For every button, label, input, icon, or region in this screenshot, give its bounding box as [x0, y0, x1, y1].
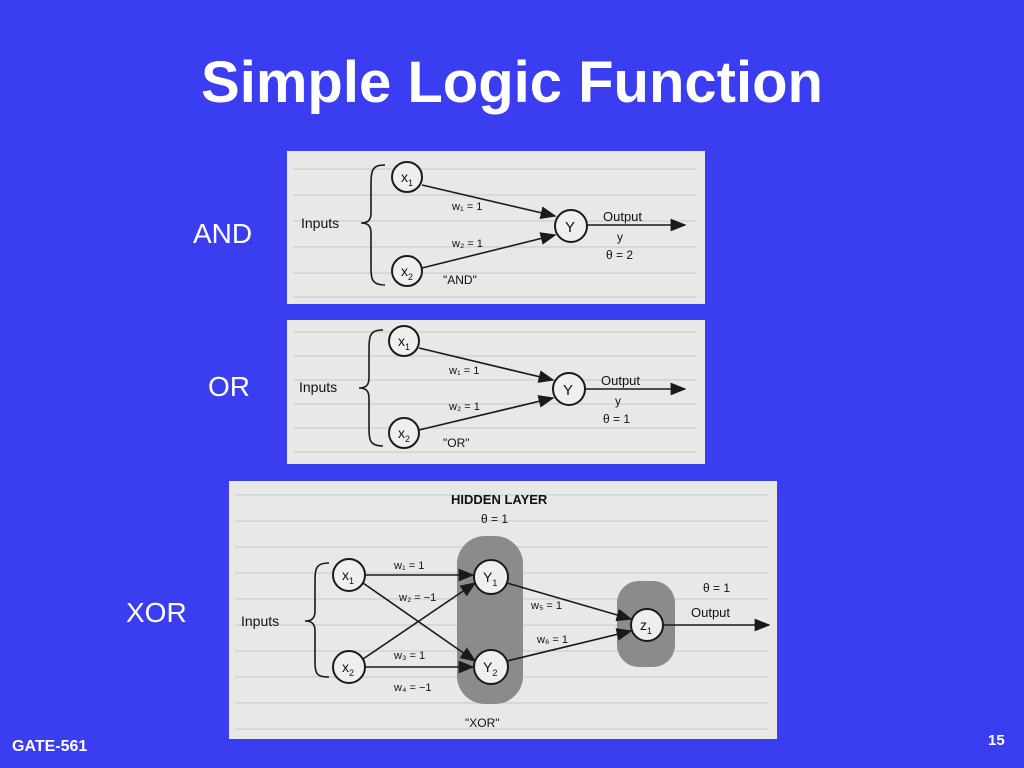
output-label: Output	[691, 605, 730, 620]
node-y	[552, 372, 586, 406]
w2-label: w₂ = 1	[448, 401, 480, 413]
node-x2	[391, 255, 423, 287]
w3-label: w₃ = 1	[393, 650, 425, 662]
x1-sub: 1	[349, 576, 354, 586]
x1-label: x	[401, 169, 408, 185]
y1-label: Y	[483, 569, 493, 585]
or-caption: "OR"	[443, 436, 470, 450]
scan-texture	[293, 168, 697, 298]
z1-sub: 1	[647, 626, 652, 636]
svg-text:x1: x1	[398, 333, 410, 352]
edge-x2-y1	[362, 582, 477, 660]
w4-label: w₄ = −1	[393, 682, 432, 694]
w1-label: w₁ = 1	[448, 365, 479, 377]
x2-sub: 2	[408, 272, 413, 282]
x2-sub: 2	[405, 434, 410, 444]
edge-x2-y	[418, 395, 555, 431]
inputs-label: Inputs	[301, 215, 339, 231]
svg-text:x2: x2	[401, 263, 413, 282]
w5-label: w₅ = 1	[530, 600, 562, 612]
x2-label: x	[342, 659, 349, 675]
z1-label: z	[640, 617, 647, 633]
y1-sub: 1	[492, 578, 497, 588]
output-var: y	[615, 394, 621, 408]
node-x2	[332, 650, 366, 684]
inputs-label: Inputs	[241, 613, 279, 629]
theta-label: θ = 1	[603, 412, 630, 426]
x2-label: x	[398, 425, 405, 441]
output-var: y	[617, 230, 623, 244]
y2-label: Y	[483, 659, 493, 675]
edge-x2-y	[421, 232, 557, 269]
xor-diagram: HIDDEN LAYER θ = 1 Inputs x1 x2 Y1 Y2 z1…	[229, 481, 777, 739]
output-label: Output	[603, 209, 642, 224]
node-y	[554, 209, 588, 243]
w2-label: w₂ = 1	[451, 238, 483, 250]
y-label: Y	[565, 219, 575, 236]
inputs-label: Inputs	[299, 379, 337, 395]
x1-label: x	[398, 333, 405, 349]
x1-sub: 1	[408, 178, 413, 188]
node-x1	[332, 558, 366, 592]
node-x1	[388, 325, 420, 357]
xor-label: XOR	[126, 597, 187, 628]
xor-caption: "XOR"	[465, 716, 500, 730]
and-network-svg: Inputs x1 x2 Y w₁ = 1 w₂ = 1 Output y θ …	[293, 161, 697, 298]
or-label: OR	[208, 371, 250, 402]
w2-label: w₂ = −1	[398, 592, 436, 604]
hidden-layer-label: HIDDEN LAYER	[451, 492, 548, 507]
xor-network-svg: HIDDEN LAYER θ = 1 Inputs x1 x2 Y1 Y2 z1…	[235, 492, 771, 730]
slide-title: Simple Logic Function	[201, 50, 823, 115]
w6-label: w₆ = 1	[536, 634, 568, 646]
x1-label: x	[342, 567, 349, 583]
and-label: AND	[193, 218, 253, 249]
svg-text:Y1: Y1	[483, 569, 497, 588]
x2-label: x	[401, 263, 408, 279]
footer-course-code: GATE-561	[12, 738, 88, 755]
and-caption: "AND"	[443, 273, 477, 287]
or-network-svg: Inputs x1 x2 Y w₁ = 1 w₂ = 1 Output y θ …	[293, 325, 697, 453]
w1-label: w₁ = 1	[451, 201, 482, 213]
output-theta: θ = 1	[703, 581, 730, 595]
svg-text:Y2: Y2	[483, 659, 497, 678]
output-label: Output	[601, 373, 640, 388]
edge-y2-z1	[506, 628, 633, 662]
node-z1	[630, 608, 664, 642]
edge-x1-y	[418, 347, 555, 383]
or-diagram: Inputs x1 x2 Y w₁ = 1 w₂ = 1 Output y θ …	[287, 320, 705, 464]
inputs-brace	[360, 164, 386, 286]
svg-text:x2: x2	[342, 659, 354, 678]
inputs-brace	[358, 329, 384, 447]
svg-text:x2: x2	[398, 425, 410, 444]
x2-sub: 2	[349, 668, 354, 678]
y2-sub: 2	[492, 668, 497, 678]
hidden-theta: θ = 1	[481, 512, 508, 526]
node-y1	[473, 559, 509, 595]
svg-text:x1: x1	[342, 567, 354, 586]
svg-text:x1: x1	[401, 169, 413, 188]
edge-x1-y2	[362, 582, 477, 662]
edge-x1-y	[421, 184, 557, 219]
page-number: 15	[988, 732, 1005, 749]
scan-texture	[293, 331, 697, 453]
svg-text:z1: z1	[640, 617, 652, 636]
node-x2	[388, 417, 420, 449]
y-label: Y	[563, 382, 573, 399]
inputs-brace	[304, 562, 330, 678]
theta-label: θ = 2	[606, 248, 633, 262]
w1-label: w₁ = 1	[393, 560, 424, 572]
node-x1	[391, 161, 423, 193]
node-y2	[473, 649, 509, 685]
x1-sub: 1	[405, 342, 410, 352]
and-diagram: Inputs x1 x2 Y w₁ = 1 w₂ = 1 Output y θ …	[287, 151, 705, 304]
edge-y1-z1	[506, 582, 633, 622]
